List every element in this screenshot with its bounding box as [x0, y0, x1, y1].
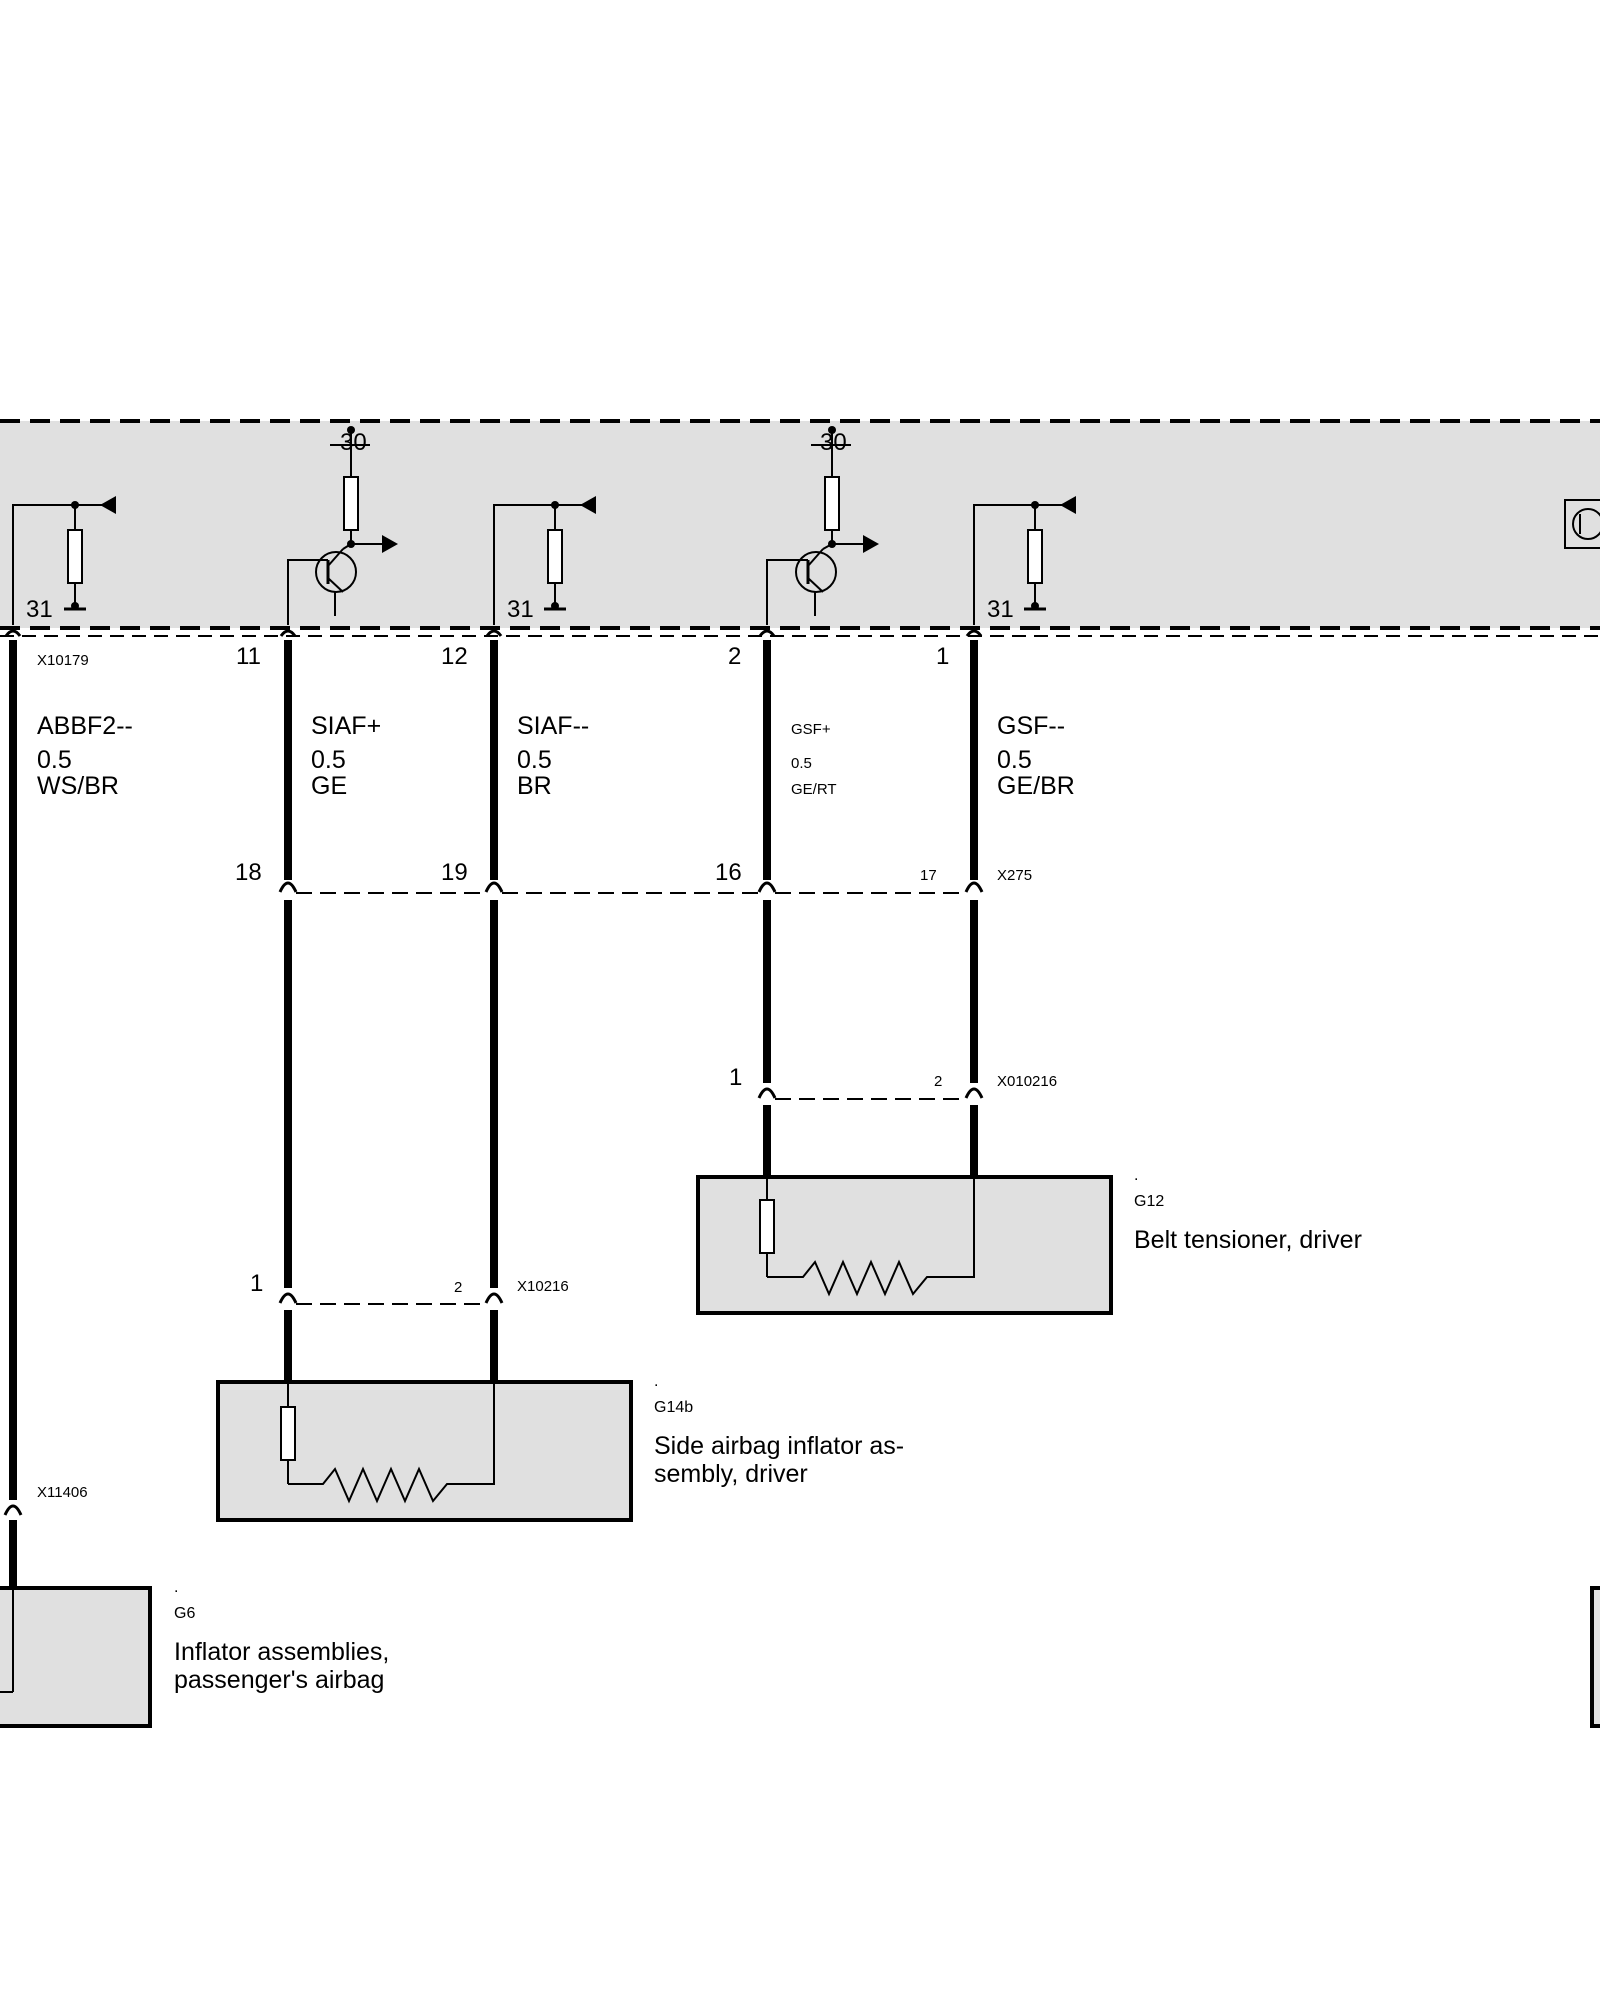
wire-label-abbf2: ABBF2-- 0.5 WS/BR	[37, 712, 133, 800]
pin-label: 18	[235, 859, 262, 886]
wire-name: SIAF--	[517, 712, 589, 740]
pin-label: 19	[441, 859, 468, 886]
connector-dashes	[296, 892, 966, 1305]
component-name-line1: Side airbag inflator as-	[654, 1432, 904, 1460]
pin-label: 2	[454, 1279, 462, 1296]
wire-gauge: 0.5	[311, 746, 346, 774]
ground-resistor-circuit-2	[493, 504, 592, 625]
pin-label: 1	[936, 643, 949, 670]
connector-x010216-label: X010216	[997, 1073, 1057, 1090]
side-airbag-box	[216, 1380, 633, 1522]
wire-gauge: 0.5	[791, 755, 812, 772]
component-name: Belt tensioner, driver	[1134, 1226, 1362, 1254]
pin-label: 12	[441, 643, 468, 670]
wire-name: GSF--	[997, 712, 1065, 740]
wire-color: BR	[517, 772, 552, 800]
wire-label-siaf-minus: SIAF-- 0.5 BR	[517, 712, 589, 800]
passenger-airbag-box	[0, 1586, 152, 1728]
pin-label: 2	[728, 643, 741, 670]
wire-color: GE/BR	[997, 772, 1075, 800]
component-code: G6	[174, 1605, 195, 1622]
wire-color: GE	[311, 772, 347, 800]
component-label-g14b: . G14b Side airbag inflator as- sembly, …	[654, 1373, 904, 1488]
wire-gauge: 0.5	[37, 746, 72, 774]
control-unit: 30 30 31 31 31	[0, 419, 1600, 637]
pin-label: 11	[236, 643, 261, 670]
ground-resistor-circuit-1	[12, 504, 112, 625]
component-code: G12	[1134, 1193, 1164, 1210]
terminal-31-label-a: 31	[26, 596, 53, 623]
wire-name: ABBF2--	[37, 712, 133, 740]
connector-arcs	[3, 629, 984, 1516]
wires	[9, 640, 978, 1500]
terminal-31-label-c: 31	[987, 596, 1014, 623]
component-dot: .	[174, 1579, 178, 1596]
pin-label: 2	[934, 1073, 942, 1090]
partial-component-box	[1590, 1586, 1600, 1728]
component-dot: .	[1134, 1167, 1138, 1184]
component-label-g12: . G12 Belt tensioner, driver	[1134, 1167, 1362, 1254]
connector-x275-label: X275	[997, 867, 1032, 884]
pin-label: 17	[920, 867, 937, 884]
partial-transistor-symbol	[1564, 499, 1600, 549]
pin-label: 1	[250, 1270, 263, 1297]
component-name-line2: sembly, driver	[654, 1460, 808, 1488]
wire-label-siaf-plus: SIAF+ 0.5 GE	[311, 712, 381, 800]
component-name-line1: Inflator assemblies,	[174, 1638, 389, 1666]
ground-resistor-circuit-3	[973, 504, 1072, 625]
connector-x10179-label: X10179	[37, 652, 89, 669]
wire-gauge: 0.5	[517, 746, 552, 774]
terminal-31-label-b: 31	[507, 596, 534, 623]
belt-tensioner-box	[696, 1175, 1113, 1315]
wire-color: WS/BR	[37, 772, 119, 800]
component-label-g6: . G6 Inflator assemblies, passenger's ai…	[174, 1579, 389, 1694]
pin-label: 1	[729, 1064, 742, 1091]
wire-color: GE/RT	[791, 781, 837, 798]
pin-label: 16	[715, 859, 742, 886]
wire-label-gsf-plus: GSF+ 0.5 GE/RT	[791, 721, 837, 798]
terminal-30-label-b: 30	[820, 429, 847, 456]
component-code: G14b	[654, 1399, 693, 1416]
wire-gauge: 0.5	[997, 746, 1032, 774]
terminal-30-label-a: 30	[340, 429, 367, 456]
component-dot: .	[654, 1373, 658, 1390]
transistor-circuit-siaf	[287, 444, 388, 625]
wire-name: SIAF+	[311, 712, 381, 740]
wire-name: GSF+	[791, 721, 831, 738]
connector-x11406-label: X11406	[37, 1484, 88, 1501]
wire-label-gsf-minus: GSF-- 0.5 GE/BR	[997, 712, 1075, 800]
connector-x10216-label: X10216	[517, 1278, 569, 1295]
transistor-circuit-gsf	[766, 444, 869, 625]
component-name-line2: passenger's airbag	[174, 1666, 384, 1694]
